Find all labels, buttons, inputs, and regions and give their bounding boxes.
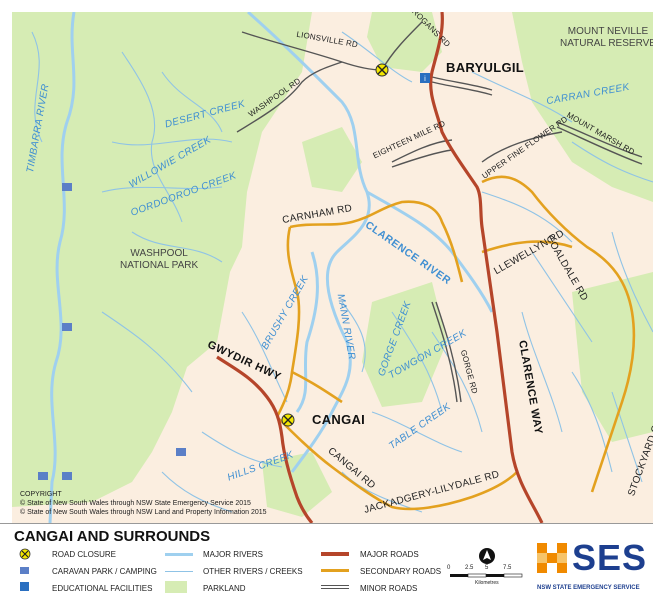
- clarence-river: [247, 12, 371, 473]
- scale-bar: [450, 573, 523, 578]
- legend-secondary-roads: SECONDARY ROADS: [360, 567, 442, 576]
- scale-tick-0: 0: [447, 565, 451, 571]
- clarence-river-upper: [366, 190, 494, 313]
- park-patch-south: [262, 452, 332, 517]
- copyright-line-1: © State of New South Wales through NSW S…: [20, 500, 251, 507]
- ses-logo-text: SES: [572, 537, 648, 578]
- legend-major-rivers: MAJOR RIVERS: [203, 550, 264, 559]
- copyright-heading: COPYRIGHT: [20, 491, 62, 498]
- legend-education: EDUCATIONAL FACILITIES: [52, 584, 153, 593]
- park-patch-gorge: [362, 282, 447, 407]
- caravan-icon: [20, 567, 29, 574]
- map-svg: i: [12, 12, 653, 523]
- creek-swatch: [165, 571, 193, 572]
- map-canvas[interactable]: i BARYULGIL CANGAI MOUNT NEVILLE NATURAL…: [12, 12, 653, 523]
- north-arrow-icon: [479, 548, 495, 564]
- road-closure-icon: [281, 413, 295, 427]
- park-label-washpool: WASHPOOL NATIONAL PARK: [120, 248, 199, 271]
- ses-logo: [537, 543, 567, 573]
- timbarra-river: [48, 12, 76, 523]
- copyright-line-2: © State of New South Wales through NSW L…: [20, 509, 267, 516]
- scale-tick-1: 2.5: [465, 565, 474, 571]
- scale-tick-2: 5: [485, 565, 489, 571]
- svg-text:i: i: [424, 75, 426, 83]
- ses-logo-subtitle: NSW STATE EMERGENCY SERVICE: [537, 585, 640, 591]
- washpool-national-park: [12, 12, 312, 507]
- parkland-swatch: [165, 581, 187, 593]
- school-icon: [20, 582, 29, 591]
- caravan-icon: [38, 183, 186, 480]
- legend-road-closure: ROAD CLOSURE: [52, 550, 117, 559]
- secondary-road-swatch: [321, 569, 349, 572]
- town-label-cangai: CANGAI: [312, 412, 366, 427]
- major-road-swatch: [321, 552, 349, 556]
- legend-minor-roads: MINOR ROADS: [360, 584, 418, 593]
- road-closure-icon: [375, 63, 389, 77]
- legend-title: CANGAI AND SURROUNDS: [14, 528, 211, 545]
- legend-parkland: PARKLAND: [203, 584, 246, 593]
- legend-caravan: CARAVAN PARK / CAMPING: [52, 567, 157, 576]
- park-patch-center: [302, 127, 362, 192]
- legend-other-rivers: OTHER RIVERS / CREEKS: [203, 567, 303, 576]
- mann-river: [295, 251, 319, 413]
- minor-road-swatch: [321, 585, 349, 589]
- road-closure-icon: [19, 548, 31, 560]
- legend: CANGAI AND SURROUNDS ROAD CLOSURE CARAVA…: [0, 523, 653, 595]
- school-icon: i: [420, 73, 430, 83]
- town-label-barygulgil: BARYULGIL: [446, 60, 525, 75]
- park-patch-north: [367, 12, 442, 72]
- major-river-swatch: [165, 553, 193, 556]
- scale-unit: Kilometres: [475, 580, 499, 586]
- scale-tick-3: 7.5: [503, 565, 512, 571]
- park-label-mount-neville: MOUNT NEVILLE NATURAL RESERVE: [560, 26, 653, 49]
- legend-major-roads: MAJOR ROADS: [360, 550, 419, 559]
